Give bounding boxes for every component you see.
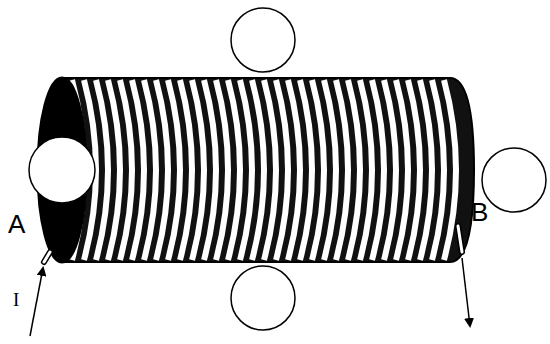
- coil-body: [62, 78, 474, 262]
- coil-turn: [360, 80, 372, 260]
- coil-turn: [336, 80, 348, 260]
- coil-turn: [444, 80, 456, 260]
- coil-turn: [96, 80, 108, 260]
- compass-circle: [231, 8, 295, 72]
- coil-turn: [288, 80, 300, 260]
- compass-circle: [231, 266, 295, 330]
- current-arrow: [30, 268, 43, 336]
- coil-turn: [168, 80, 180, 260]
- coil-turn: [384, 80, 396, 260]
- compass-circle: [482, 148, 546, 212]
- coil-turn: [132, 80, 144, 260]
- coil-turn: [312, 80, 324, 260]
- lead-wire: [458, 226, 462, 252]
- coil-turn: [348, 80, 360, 260]
- coil-turn: [396, 80, 408, 260]
- end-label: B: [471, 199, 488, 225]
- coil-turn: [144, 80, 156, 260]
- coil-turn: [408, 80, 420, 260]
- compass-circle: [29, 137, 95, 203]
- end-label: A: [8, 211, 25, 237]
- coil-turn: [240, 80, 252, 260]
- coil-turn: [432, 80, 444, 260]
- coil-turn: [156, 80, 168, 260]
- lead-wire: [44, 252, 50, 262]
- coil-turn: [276, 80, 288, 260]
- coil-turn: [204, 80, 216, 260]
- coil-turn: [120, 80, 132, 260]
- coil-turn: [216, 80, 228, 260]
- coil-turn: [264, 80, 276, 260]
- coil-turn: [324, 80, 336, 260]
- coil-turn: [192, 80, 204, 260]
- coil-turn: [420, 80, 432, 260]
- coil-turn: [228, 80, 240, 260]
- coil-turn: [300, 80, 312, 260]
- coil-turn: [180, 80, 192, 260]
- coil-turns: [72, 80, 456, 260]
- current-label: I: [13, 290, 19, 309]
- lead-wire: [44, 252, 50, 262]
- coil-turn: [372, 80, 384, 260]
- current-arrow: [462, 258, 470, 326]
- coil-turn: [108, 80, 120, 260]
- coil-turn: [252, 80, 264, 260]
- lead-wire: [458, 226, 462, 252]
